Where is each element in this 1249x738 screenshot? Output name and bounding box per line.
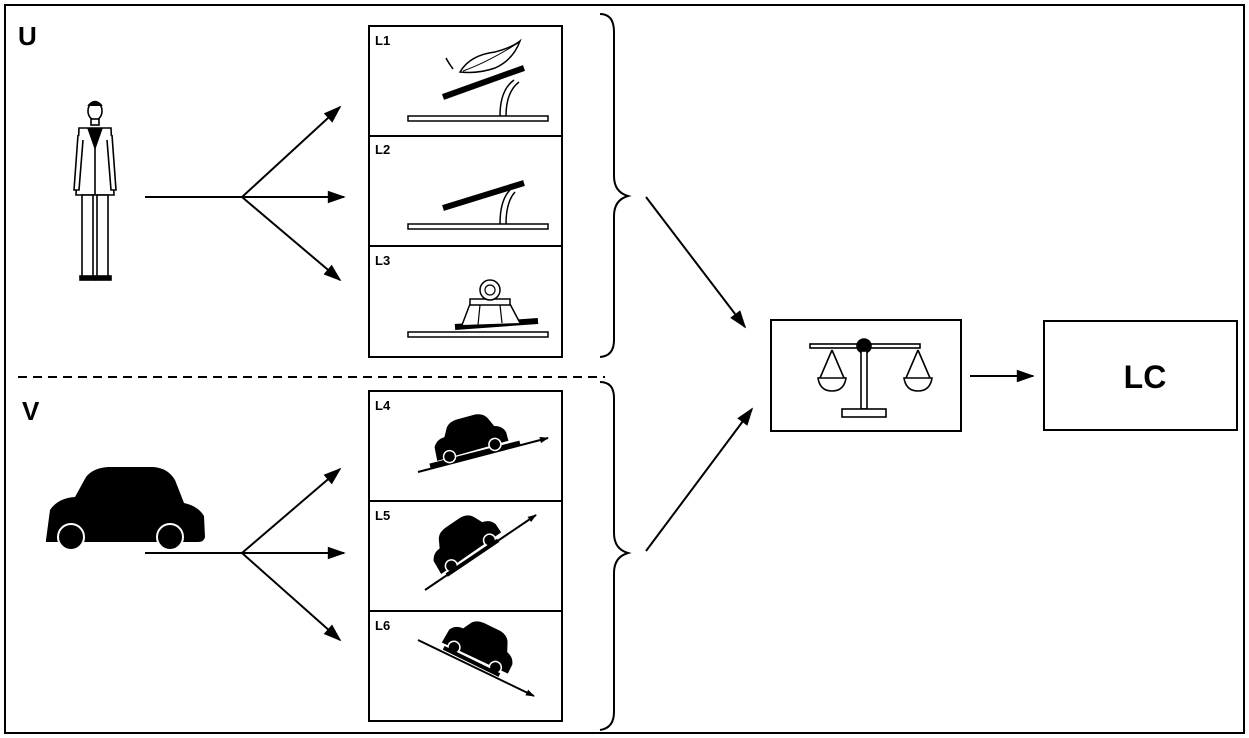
user-panel-stack: [368, 25, 563, 358]
weighted-lever-icon: [407, 279, 549, 338]
leaf-lever-icon: [407, 38, 549, 122]
outer-border: [4, 4, 1245, 734]
vehicle-brace: [599, 381, 632, 731]
vehicle-panel-stack: [368, 390, 563, 722]
panel-l3: L3: [375, 253, 549, 338]
car-steep-uphill-icon: [424, 514, 537, 591]
panel-l6: L6: [375, 618, 535, 697]
car-gentle-slope-icon: [417, 414, 549, 473]
scales-icon: [809, 338, 933, 418]
user-section-label: U: [18, 21, 37, 51]
panel-l2: L2: [375, 142, 549, 230]
panel-l2-label: L2: [375, 142, 390, 157]
vehicle-branch-arrows: [145, 467, 346, 642]
panel-l4-label: L4: [375, 398, 391, 413]
panel-l1-label: L1: [375, 33, 390, 48]
panel-l3-label: L3: [375, 253, 390, 268]
result-box: [1043, 320, 1238, 431]
car-icon: [46, 467, 205, 551]
panel-l1: L1: [375, 33, 549, 122]
panel-l5-label: L5: [375, 508, 390, 523]
lever-icon: [407, 180, 549, 230]
person-icon: [73, 100, 117, 281]
panel-l5: L5: [375, 508, 537, 591]
panel-l6-label: L6: [375, 618, 390, 633]
vehicle-to-scale-arrow: [645, 407, 754, 552]
user-to-scale-arrow: [645, 196, 747, 329]
user-branch-arrows: [145, 105, 346, 282]
panel-l4: L4: [375, 398, 549, 473]
user-brace: [599, 13, 632, 358]
car-downhill-icon: [417, 621, 535, 697]
vehicle-section-label: V: [22, 396, 40, 426]
result-label: LC: [1124, 359, 1167, 395]
